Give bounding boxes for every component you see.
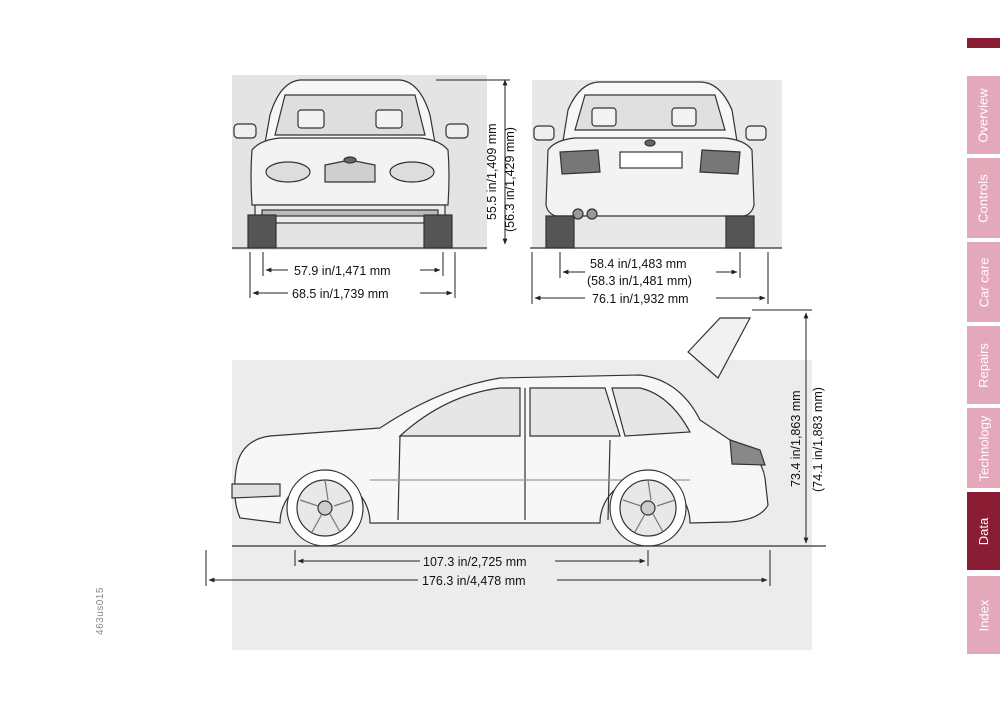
tab-car-care[interactable]: Car care	[967, 242, 1000, 324]
tab-data[interactable]: Data	[967, 492, 1000, 572]
length-label: 176.3 in/4,478 mm	[422, 574, 526, 588]
tab-overview-label: Overview	[976, 87, 991, 143]
front-height-alt-label: (56.3 in/1,429 mm)	[503, 127, 517, 232]
tab-overview[interactable]: Overview	[967, 76, 1000, 156]
front-width-label: 68.5 in/1,739 mm	[292, 287, 389, 301]
front-height-label: 55.5 in/1,409 mm	[485, 123, 499, 220]
tab-data-label: Data	[976, 517, 991, 545]
tab-index[interactable]: Index	[967, 576, 1000, 656]
tab-controls[interactable]: Controls	[967, 158, 1000, 240]
rear-track-label: 58.4 in/1,483 mm	[590, 257, 687, 271]
figure-reference-code: 463us015	[95, 587, 106, 635]
tab-repairs-label: Repairs	[976, 342, 992, 388]
tab-controls-label: Controls	[976, 173, 992, 223]
wheelbase-label: 107.3 in/2,725 mm	[423, 555, 527, 569]
tab-technology-label: Technology	[976, 415, 991, 481]
rear-view	[533, 81, 767, 249]
section-marker-bar	[967, 38, 1000, 48]
side-height-label: 73.4 in/1,863 mm	[789, 390, 803, 487]
side-height-alt-label: (74.1 in/1,883 mm)	[811, 387, 825, 492]
tab-technology[interactable]: Technology	[967, 408, 1000, 490]
tab-repairs[interactable]: Repairs	[967, 326, 1000, 406]
tab-index-label: Index	[976, 599, 991, 631]
front-track-label: 57.9 in/1,471 mm	[294, 264, 391, 278]
front-view	[233, 79, 469, 249]
tab-car-care-label: Car care	[976, 257, 992, 307]
rear-track-alt-label: (58.3 in/1,481 mm)	[587, 274, 692, 288]
ground-lines	[232, 247, 826, 547]
width-mirrors-label: 76.1 in/1,932 mm	[592, 292, 689, 306]
